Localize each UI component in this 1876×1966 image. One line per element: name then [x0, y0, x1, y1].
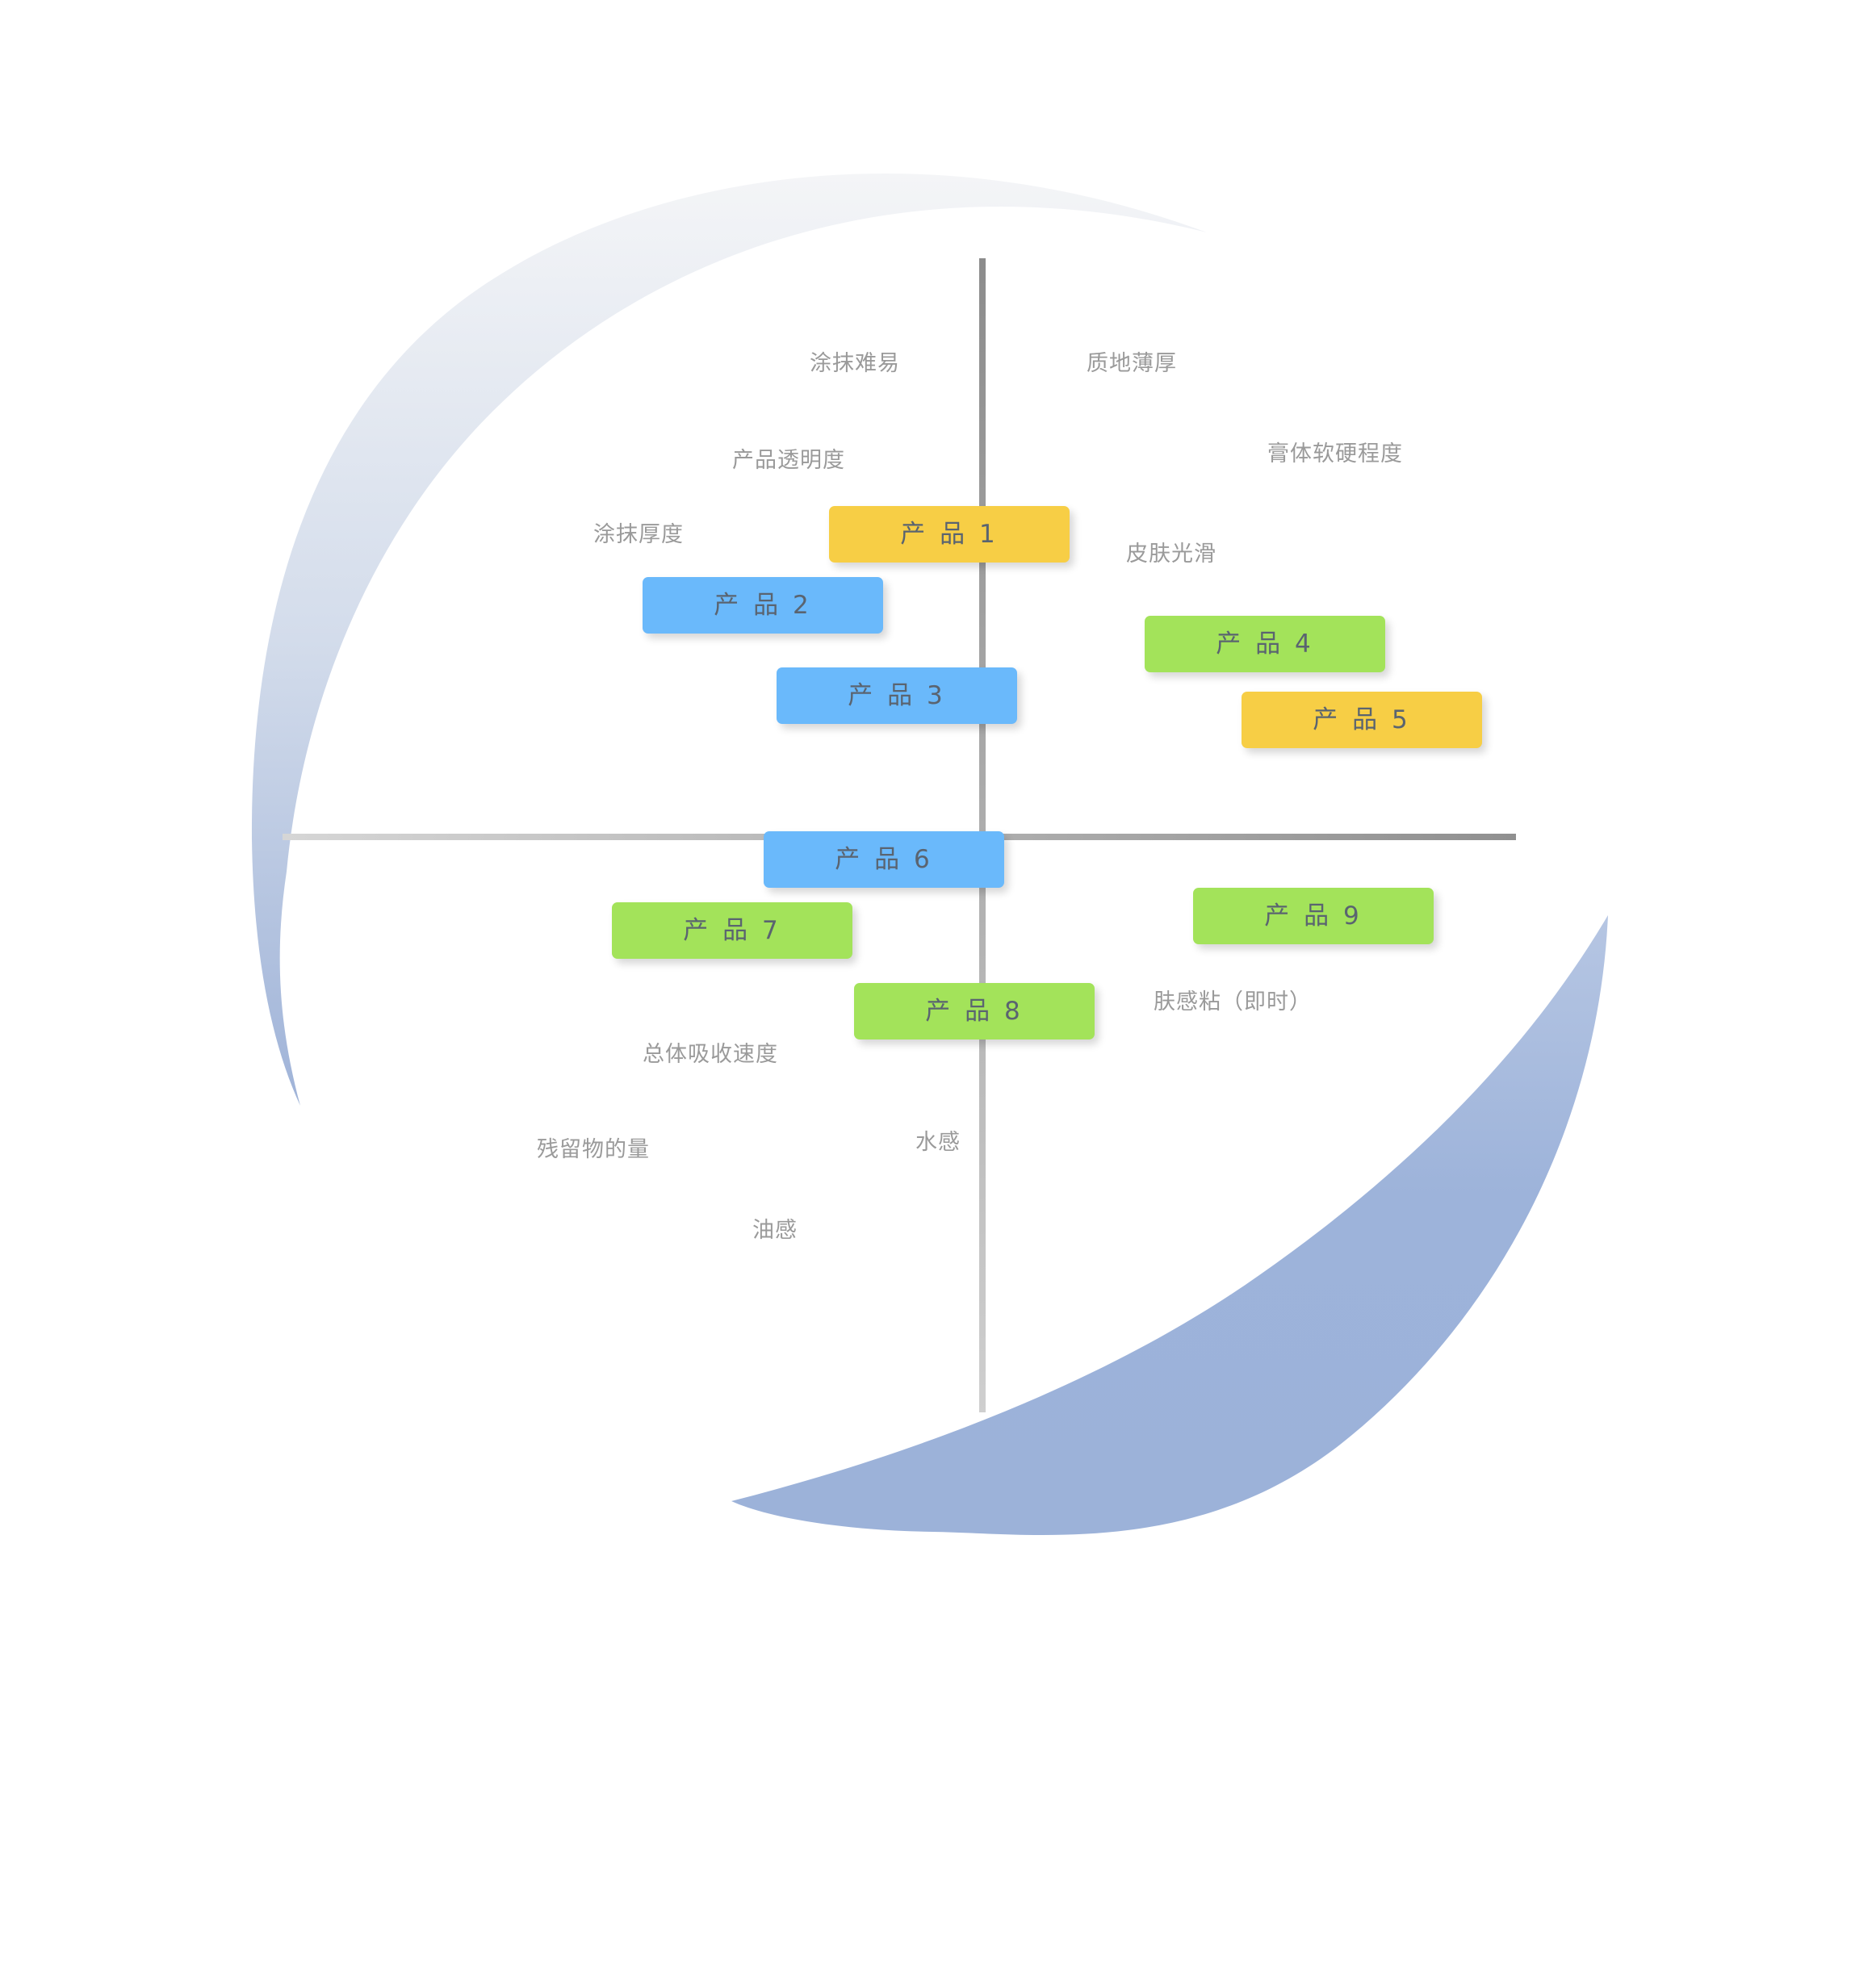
- product-tag-5[interactable]: 产 品 5: [1242, 692, 1482, 748]
- product-tag-label: 产 品 1: [900, 520, 999, 549]
- product-tag-label: 产 品 4: [1216, 630, 1314, 659]
- product-tag-2[interactable]: 产 品 2: [643, 577, 883, 634]
- attribute-label: 总体吸收速度: [643, 1042, 778, 1067]
- product-tag-3[interactable]: 产 品 3: [777, 667, 1017, 724]
- arc-left: [251, 174, 1207, 1106]
- product-tag-9[interactable]: 产 品 9: [1193, 888, 1434, 944]
- product-tag-7[interactable]: 产 品 7: [612, 902, 852, 959]
- arc-right: [731, 915, 1608, 1536]
- attribute-label: 涂抹难易: [810, 351, 900, 376]
- attribute-label: 油感: [752, 1218, 798, 1243]
- attribute-label: 皮肤光滑: [1126, 542, 1216, 567]
- product-tag-label: 产 品 2: [714, 591, 812, 620]
- product-tag-label: 产 品 8: [925, 997, 1024, 1026]
- attribute-label: 质地薄厚: [1087, 351, 1177, 376]
- product-tag-1[interactable]: 产 品 1: [829, 506, 1070, 563]
- attribute-label: 肤感粘（即时）: [1154, 989, 1312, 1014]
- product-tag-8[interactable]: 产 品 8: [854, 983, 1095, 1039]
- attribute-label: 产品透明度: [732, 448, 845, 473]
- product-tag-label: 产 品 5: [1313, 705, 1411, 734]
- attribute-label: 水感: [915, 1130, 961, 1155]
- attribute-label: 膏体软硬程度: [1267, 441, 1403, 466]
- attribute-label: 残留物的量: [537, 1137, 650, 1162]
- product-tag-6[interactable]: 产 品 6: [764, 831, 1004, 888]
- product-tag-4[interactable]: 产 品 4: [1145, 616, 1385, 672]
- product-tag-label: 产 品 6: [835, 845, 933, 874]
- product-tag-label: 产 品 7: [683, 916, 781, 945]
- product-tag-label: 产 品 3: [848, 681, 946, 710]
- product-tag-label: 产 品 9: [1264, 901, 1363, 931]
- attribute-label: 涂抹厚度: [593, 522, 684, 547]
